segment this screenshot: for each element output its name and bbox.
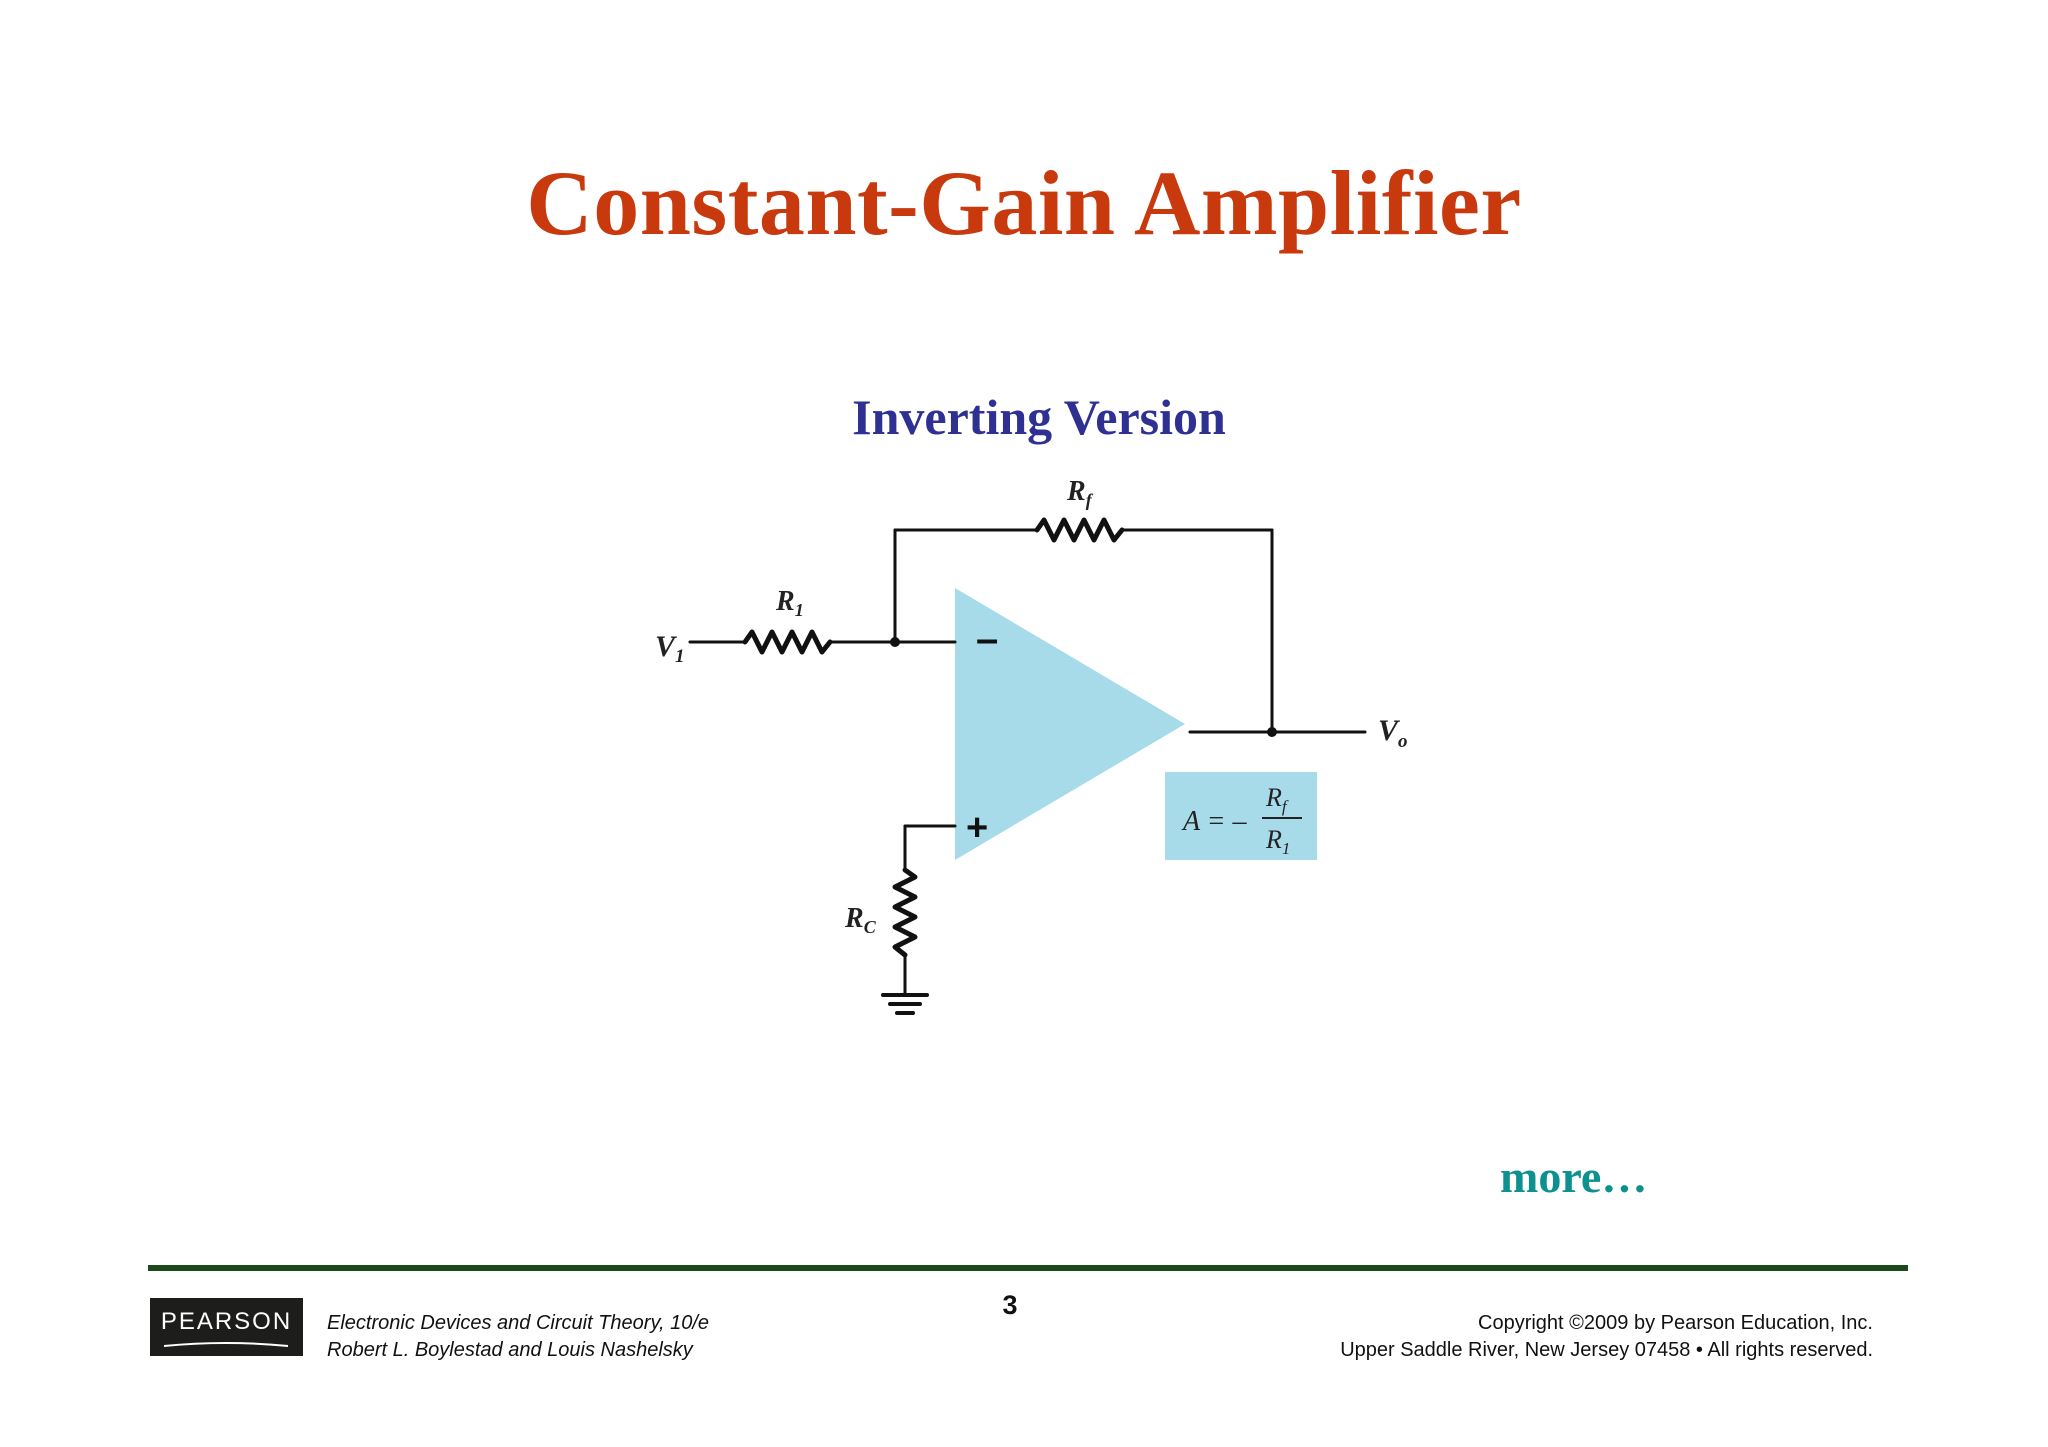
svg-text:R1: R1 <box>1265 825 1290 858</box>
rc-label: R <box>844 903 864 934</box>
book-authors: Robert L. Boylestad and Louis Nashelsky <box>327 1339 693 1361</box>
gain-formula-box <box>1165 772 1317 860</box>
output-voltage-label: V <box>1378 714 1401 747</box>
gain-numerator: R <box>1265 783 1282 812</box>
resistor-rf <box>1034 517 1125 543</box>
output-node-dot <box>1267 727 1277 737</box>
rf-sub: f <box>1086 490 1094 510</box>
input-node-dot <box>890 637 900 647</box>
gain-denominator-sub: 1 <box>1282 839 1291 858</box>
slide-subtitle: Inverting Version <box>852 389 1226 445</box>
gain-numerator-sub: f <box>1282 797 1289 816</box>
book-info: Electronic Devices and Circuit Theory, 1… <box>327 1310 709 1364</box>
svg-text:R1: R1 <box>775 586 804 620</box>
copyright-line-1: Copyright ©2009 by Pearson Education, In… <box>1478 1312 1873 1334</box>
copyright-info: Copyright ©2009 by Pearson Education, In… <box>1340 1310 1873 1364</box>
book-title: Electronic Devices and Circuit Theory, 1… <box>327 1312 710 1334</box>
r1-sub: 1 <box>795 600 804 620</box>
svg-text:Rf: Rf <box>1066 476 1094 510</box>
pearson-logo: PEARSON <box>150 1298 303 1356</box>
r1-label: R <box>775 586 795 617</box>
gain-denominator: R <box>1265 825 1282 854</box>
publisher-name: PEARSON <box>160 1308 293 1335</box>
rc-sub: C <box>864 917 877 937</box>
logo-swoosh-icon <box>163 1342 289 1347</box>
rf-label: R <box>1066 476 1086 507</box>
more-link[interactable]: more… <box>1500 1151 1648 1202</box>
output-voltage-sub: o <box>1398 731 1408 752</box>
gain-lhs: A = – <box>1181 806 1247 837</box>
footer-divider <box>148 1265 1908 1271</box>
copyright-line-2: Upper Saddle River, New Jersey 07458 • A… <box>1340 1339 1873 1361</box>
svg-text:V1: V1 <box>655 630 685 667</box>
input-voltage-label: V <box>655 630 678 663</box>
svg-text:Rf: Rf <box>1265 783 1289 816</box>
minus-sign: – <box>976 617 998 661</box>
page-number: 3 <box>1002 1290 1018 1320</box>
opamp-triangle <box>955 588 1185 860</box>
resistor-rc <box>892 867 918 958</box>
input-voltage-sub: 1 <box>675 646 685 667</box>
svg-text:RC: RC <box>844 903 877 937</box>
svg-text:Vo: Vo <box>1378 714 1408 752</box>
plus-sign: + <box>966 807 988 849</box>
slide-title: Constant-Gain Amplifier <box>526 152 1522 254</box>
resistor-r1 <box>742 629 833 655</box>
